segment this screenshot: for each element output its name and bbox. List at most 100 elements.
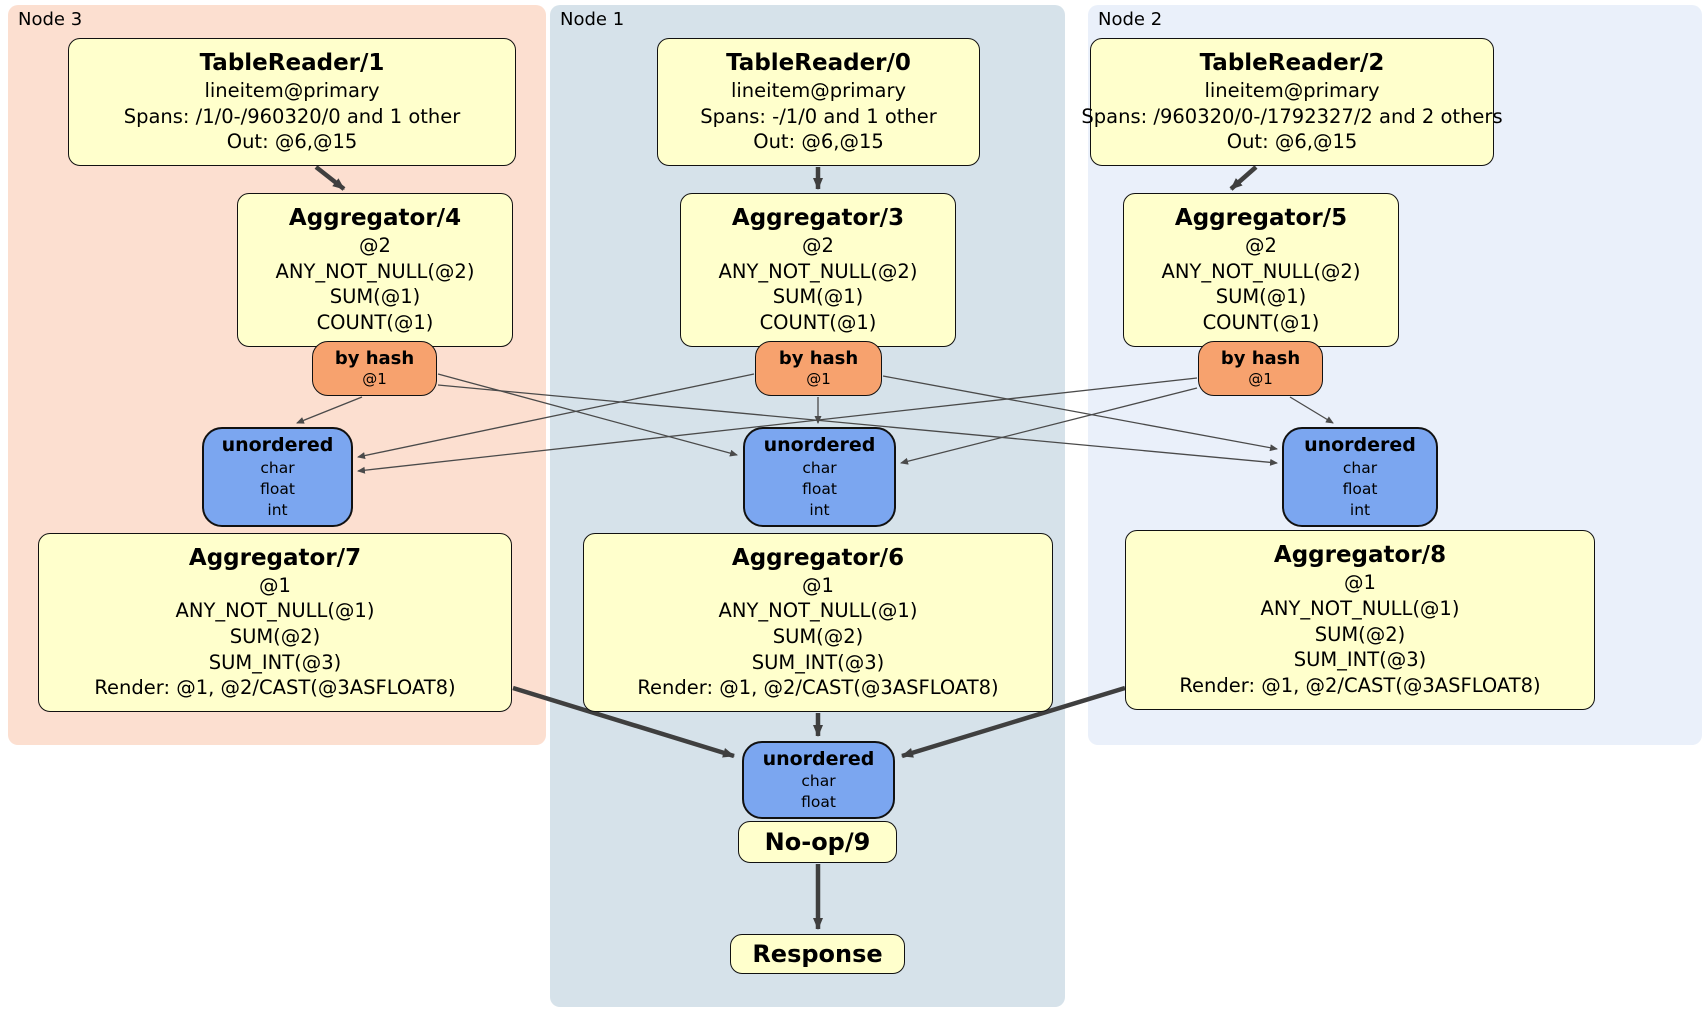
router-title: by hash xyxy=(1220,348,1301,370)
edge-routerL-syncR xyxy=(437,384,1278,466)
edge-routerR-syncC xyxy=(900,387,1198,465)
processor-detail: Render: @1, @2/CAST(@3ASFLOAT8) xyxy=(1179,673,1541,697)
processor-detail: @1 xyxy=(1344,571,1376,595)
sync-title: unordered xyxy=(1304,434,1416,457)
processor-detail: SUM_INT(@3) xyxy=(208,650,342,674)
edge-agg7-syncfinal xyxy=(512,685,735,759)
processor-aggregator-8: Aggregator/8 @1 ANY_NOT_NULL(@1) SUM(@2)… xyxy=(1125,530,1595,710)
processor-detail: SUM_INT(@3) xyxy=(1293,648,1427,672)
sync-title: unordered xyxy=(221,434,334,457)
edge-tr2-agg5 xyxy=(1229,165,1258,191)
processor-noop-9: No-op/9 xyxy=(738,821,897,863)
processor-title: TableReader/0 xyxy=(726,50,911,77)
processor-detail: ANY_NOT_NULL(@1) xyxy=(1260,596,1460,620)
processor-detail: lineitem@primary xyxy=(1204,78,1380,102)
processor-detail: Spans: /1/0-/960320/0 and 1 other xyxy=(123,104,461,128)
processor-title: Aggregator/5 xyxy=(1174,205,1348,232)
processor-title: Aggregator/7 xyxy=(188,544,362,571)
processor-detail: Render: @1, @2/CAST(@3ASFLOAT8) xyxy=(94,676,456,700)
processor-detail: Out: @6,@15 xyxy=(753,130,884,154)
edge-tr1-agg4 xyxy=(314,165,346,191)
processor-detail: @2 xyxy=(359,233,391,257)
processor-aggregator-7: Aggregator/7 @1 ANY_NOT_NULL(@1) SUM(@2)… xyxy=(38,533,512,712)
node3-label: Node 3 xyxy=(18,9,83,30)
router-title: by hash xyxy=(334,348,415,370)
edge-routerC-syncR xyxy=(882,375,1278,452)
processor-title: Aggregator/3 xyxy=(731,205,905,232)
node2-label: Node 2 xyxy=(1098,9,1163,30)
sync-detail: int xyxy=(267,500,288,519)
sync-unordered-center: unordered char float int xyxy=(743,427,896,527)
response-node: Response xyxy=(730,934,905,974)
response-title: Response xyxy=(752,939,883,968)
sync-detail: int xyxy=(1349,500,1371,519)
processor-tablereader-2: TableReader/2 lineitem@primary Spans: /9… xyxy=(1081,38,1503,166)
processor-tablereader-1: TableReader/1 lineitem@primary Spans: /1… xyxy=(68,38,516,166)
processor-aggregator-6: Aggregator/6 @1 ANY_NOT_NULL(@1) SUM(@2)… xyxy=(583,533,1053,712)
processor-detail: @1 xyxy=(259,573,291,597)
sync-unordered-final: unordered char float xyxy=(742,741,895,819)
processor-detail: @1 xyxy=(802,573,834,597)
edge-routerL-syncL xyxy=(296,396,363,424)
sync-detail: int xyxy=(809,500,830,519)
processor-detail: ANY_NOT_NULL(@2) xyxy=(275,259,475,283)
sync-detail: char xyxy=(260,458,295,477)
router-detail: @1 xyxy=(806,369,831,388)
processor-detail: lineitem@primary xyxy=(204,78,380,102)
edge-routerL-syncC xyxy=(437,373,738,457)
router-detail: @1 xyxy=(362,369,387,388)
processor-title: No-op/9 xyxy=(764,827,871,856)
processor-detail: Out: @6,@15 xyxy=(1226,130,1358,154)
router-detail: @1 xyxy=(1248,369,1273,388)
sync-detail: float xyxy=(260,479,295,498)
processor-detail: Spans: -/1/0 and 1 other xyxy=(700,104,937,128)
processor-title: TableReader/1 xyxy=(199,50,385,77)
processor-aggregator-3: Aggregator/3 @2 ANY_NOT_NULL(@2) SUM(@1)… xyxy=(680,193,956,347)
processor-title: TableReader/2 xyxy=(1199,50,1385,77)
processor-tablereader-0: TableReader/0 lineitem@primary Spans: -/… xyxy=(657,38,980,166)
processor-detail: ANY_NOT_NULL(@2) xyxy=(718,259,918,283)
processor-detail: SUM(@1) xyxy=(772,285,864,309)
processor-detail: ANY_NOT_NULL(@2) xyxy=(1161,259,1361,283)
sync-detail: char xyxy=(1342,458,1378,477)
sync-unordered-left: unordered char float int xyxy=(202,427,353,527)
sync-unordered-right: unordered char float int xyxy=(1282,427,1438,527)
processor-title: Aggregator/8 xyxy=(1273,542,1447,569)
processor-detail: COUNT(@1) xyxy=(759,311,877,335)
processor-detail: SUM(@1) xyxy=(329,285,421,309)
processor-title: Aggregator/4 xyxy=(288,205,462,232)
processor-detail: SUM_INT(@3) xyxy=(751,650,885,674)
processor-detail: SUM(@2) xyxy=(229,625,321,648)
sync-detail: float xyxy=(801,793,836,812)
processor-detail: SUM(@2) xyxy=(1314,622,1406,646)
edge-routerR-syncR xyxy=(1289,396,1334,424)
edge-routerC-syncL xyxy=(357,373,755,459)
router-by-hash-left: by hash @1 xyxy=(312,341,437,396)
processor-detail: ANY_NOT_NULL(@1) xyxy=(175,599,375,623)
router-by-hash-right: by hash @1 xyxy=(1198,341,1323,396)
processor-aggregator-5: Aggregator/5 @2 ANY_NOT_NULL(@2) SUM(@1)… xyxy=(1123,193,1399,347)
router-by-hash-center: by hash @1 xyxy=(755,341,882,396)
processor-detail: @2 xyxy=(1245,233,1277,257)
sync-detail: float xyxy=(802,479,837,498)
sync-detail: float xyxy=(1342,479,1378,498)
processor-detail: SUM(@1) xyxy=(1215,285,1307,309)
processor-detail: @2 xyxy=(802,233,834,257)
sync-detail: char xyxy=(802,458,837,477)
processor-detail: COUNT(@1) xyxy=(316,311,434,335)
router-title: by hash xyxy=(778,348,859,370)
sync-title: unordered xyxy=(763,434,876,457)
sync-detail: char xyxy=(801,772,836,791)
processor-detail: SUM(@2) xyxy=(772,625,864,648)
processor-aggregator-4: Aggregator/4 @2 ANY_NOT_NULL(@2) SUM(@1)… xyxy=(237,193,513,347)
edge-agg8-syncfinal xyxy=(901,685,1126,759)
processor-detail: ANY_NOT_NULL(@1) xyxy=(718,599,918,623)
processor-detail: Render: @1, @2/CAST(@3ASFLOAT8) xyxy=(637,676,999,700)
sync-title: unordered xyxy=(762,747,875,770)
processor-detail: lineitem@primary xyxy=(730,78,907,102)
processor-detail: COUNT(@1) xyxy=(1202,311,1320,335)
processor-detail: Spans: /960320/0-/1792327/2 and 2 others xyxy=(1081,104,1503,128)
node1-label: Node 1 xyxy=(560,9,625,30)
